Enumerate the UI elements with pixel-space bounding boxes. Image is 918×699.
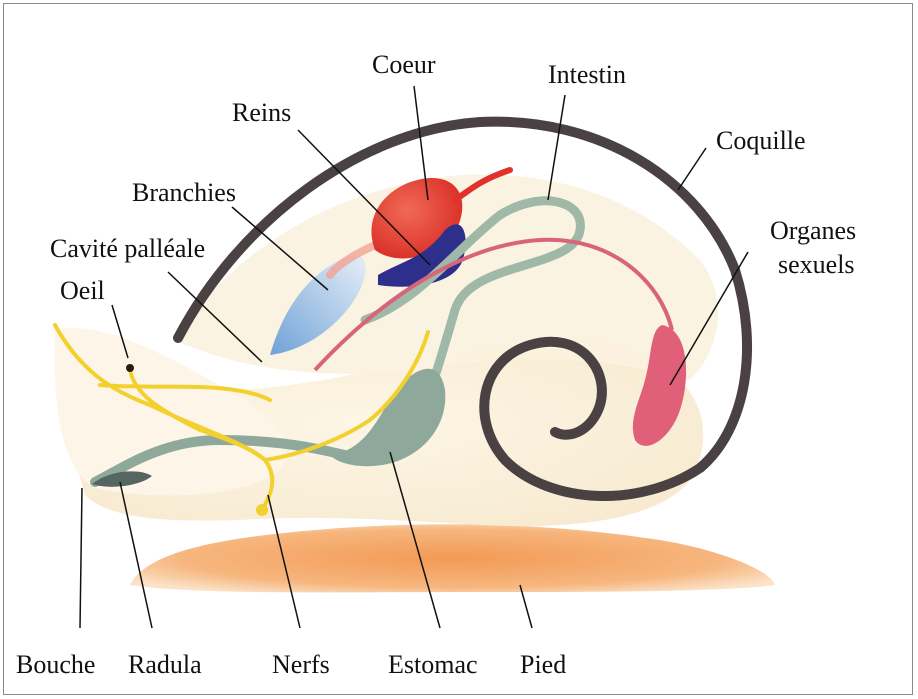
label-organes-line1: Organes bbox=[770, 218, 856, 244]
eye-dot bbox=[126, 364, 134, 372]
label-oeil: Oeil bbox=[60, 278, 105, 304]
foot-shape bbox=[130, 524, 775, 592]
label-bouche: Bouche bbox=[16, 652, 95, 678]
label-radula: Radula bbox=[128, 652, 202, 678]
label-pied: Pied bbox=[520, 652, 566, 678]
label-estomac: Estomac bbox=[388, 652, 478, 678]
label-coeur: Coeur bbox=[372, 52, 436, 78]
label-branchies: Branchies bbox=[132, 180, 236, 206]
label-coquille: Coquille bbox=[716, 128, 806, 154]
label-cavite-palleale: Cavité palléale bbox=[50, 236, 205, 262]
leader-coquille bbox=[678, 148, 706, 190]
label-organes-line2: sexuels bbox=[778, 252, 855, 278]
label-nerfs: Nerfs bbox=[272, 652, 330, 678]
label-intestin: Intestin bbox=[548, 62, 626, 88]
leader-bouche bbox=[80, 488, 82, 628]
label-reins: Reins bbox=[232, 100, 291, 126]
nerve-ganglion bbox=[256, 504, 268, 516]
